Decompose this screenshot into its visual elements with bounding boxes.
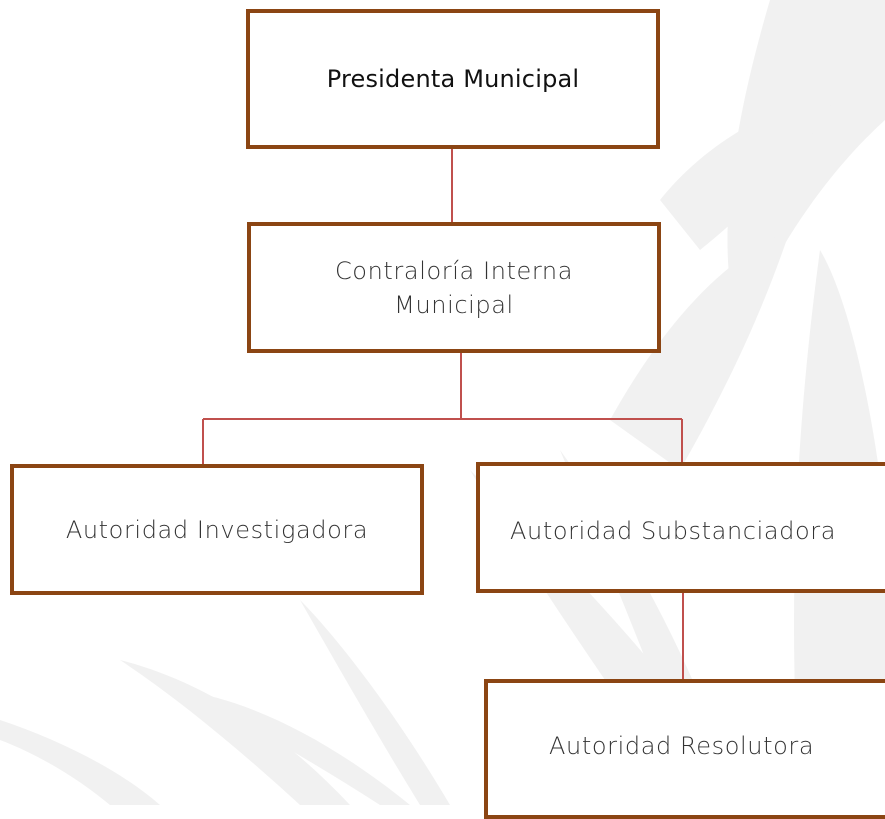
node-autoridad-investigadora: Autoridad Investigadora <box>10 464 424 595</box>
node-label: Autoridad Substanciadora <box>510 517 837 545</box>
node-presidenta-municipal: Presidenta Municipal <box>246 9 660 149</box>
node-autoridad-substanciadora: Autoridad Substanciadora <box>476 462 885 593</box>
node-contraloria-interna-municipal: Contraloría Interna Municipal <box>247 222 661 353</box>
node-label: Autoridad Resolutora <box>549 732 815 760</box>
node-label: Contraloría Interna Municipal <box>334 256 574 319</box>
node-autoridad-resolutora: Autoridad Resolutora <box>484 679 885 819</box>
node-label: Autoridad Investigadora <box>65 515 369 544</box>
node-label: Presidenta Municipal <box>326 65 580 93</box>
